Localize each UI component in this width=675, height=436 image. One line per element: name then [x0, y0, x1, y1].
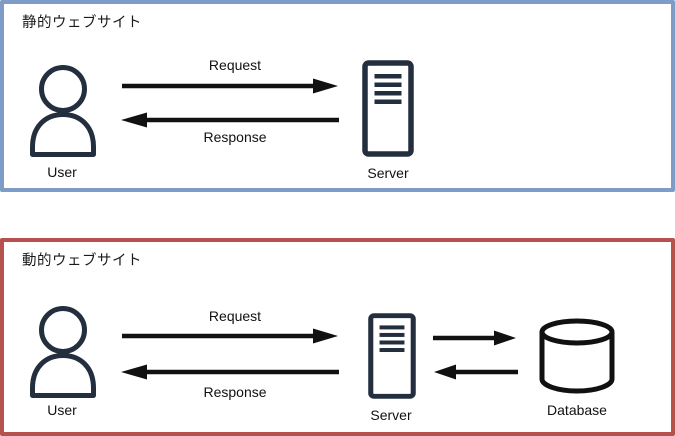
static-panel-title: 静的ウェブサイト — [22, 15, 142, 31]
response-arrow-icon — [121, 364, 339, 380]
response-label: Response — [203, 129, 267, 145]
database-to-server-arrow-icon — [434, 364, 518, 380]
user-icon — [30, 306, 96, 398]
user-label: User — [47, 402, 77, 418]
request-label: Request — [208, 57, 262, 73]
response-label: Response — [203, 384, 267, 400]
request-label: Request — [208, 308, 262, 324]
server-label: Server — [370, 407, 412, 423]
database-icon — [539, 318, 615, 394]
database-label: Database — [547, 402, 607, 418]
request-arrow-icon — [122, 328, 338, 344]
user-icon — [30, 65, 96, 157]
user-label: User — [47, 164, 77, 180]
dynamic-panel-title: 動的ウェブサイト — [22, 253, 142, 269]
server-icon — [362, 60, 414, 157]
request-arrow-icon — [122, 78, 338, 94]
server-to-database-arrow-icon — [433, 330, 516, 346]
server-icon — [368, 313, 416, 399]
server-label: Server — [367, 165, 409, 181]
static-website-panel: 静的ウェブサイト User Request Response Server — [0, 0, 675, 192]
dynamic-website-panel: 動的ウェブサイト User Request Response Server — [0, 238, 675, 436]
response-arrow-icon — [121, 112, 339, 128]
